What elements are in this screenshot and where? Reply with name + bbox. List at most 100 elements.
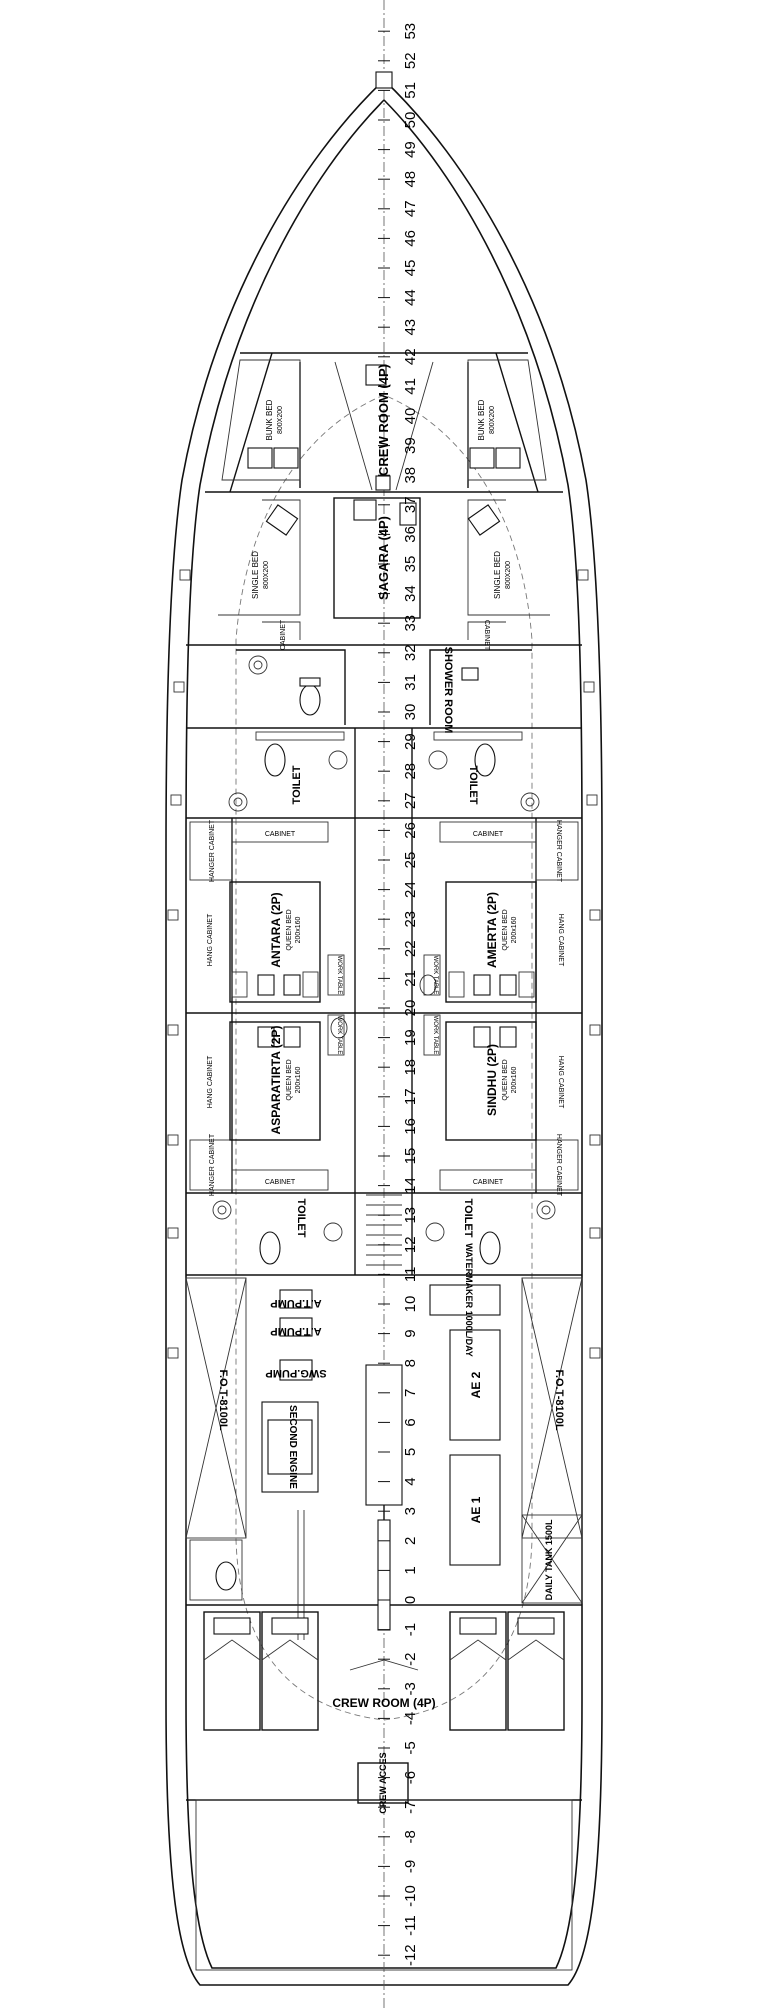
labels: CREW ROOM (4P) BUNK BED 800X200 BUNK BED…: [207, 364, 565, 1814]
cabinet-label-sagara-left: CABINET: [280, 619, 287, 650]
engine-room: [185, 1277, 583, 1640]
frame-number: 33: [402, 615, 419, 632]
frame-number: 16: [402, 1118, 419, 1135]
single-bed-size-right: 800X200: [505, 561, 512, 589]
frame-number: 18: [402, 1059, 419, 1076]
queen-bed-size-sindhu: 200x160: [511, 1066, 518, 1093]
daily-tank-label: DAILY TANK 1500L: [544, 1519, 554, 1600]
cabinet-label-lower-right: CABINET: [473, 1179, 504, 1186]
frame-number: 5: [402, 1448, 419, 1456]
cabinet-label-sagara-right: CABINET: [483, 620, 490, 651]
at-pump-label-1: A.T.PUMP: [270, 1297, 321, 1309]
frame-number: 24: [402, 881, 419, 898]
crew-room-aft-label: CREW ROOM (4P): [332, 1696, 435, 1710]
fuel-tank-label-right: F.O.T-8100L: [553, 1369, 565, 1430]
queen-bed-label-amerta: QUEEN BED: [502, 909, 509, 950]
at-pump-label-2: A.T.PUMP: [270, 1325, 321, 1337]
queen-bed-label-asparatirta: QUEEN BED: [286, 1059, 293, 1100]
asparatirta-label: ASPARATIRTA (2P): [269, 1026, 283, 1135]
frame-number: 31: [402, 674, 419, 691]
single-bed-label-left: SINGLE BED: [251, 551, 260, 599]
bunk-bed-size-left: 800X200: [277, 406, 284, 434]
frame-number: 35: [402, 556, 419, 573]
work-table-label-upper-left: WORK TABLE: [336, 956, 342, 995]
frame-number: 28: [402, 763, 419, 780]
frame-number: 22: [402, 940, 419, 957]
frame-number: 36: [402, 526, 419, 543]
frame-number: 41: [402, 378, 419, 395]
frame-number: 21: [402, 970, 419, 987]
crew-access-label: CREW ACCES: [378, 1752, 388, 1813]
sindhu-label: SINDHU (2P): [485, 1044, 499, 1116]
amerta-label: AMERTA (2P): [485, 892, 499, 968]
frame-number: 8: [402, 1359, 419, 1367]
frame-number: -8: [402, 1830, 419, 1843]
frame-number: -4: [402, 1712, 419, 1725]
second-engine-label: SECOND ENGINE: [287, 1405, 298, 1489]
frame-number: 12: [402, 1236, 419, 1253]
queen-bed-label-sindhu: QUEEN BED: [502, 1059, 509, 1100]
toilet-label-lower-right: TOILET: [462, 1199, 474, 1238]
frame-number: 37: [402, 496, 419, 513]
frame-number: -6: [402, 1771, 419, 1784]
ae1-label: AE 1: [469, 1496, 483, 1523]
work-table-label-lower-right: WORK TABLE: [432, 1016, 438, 1055]
hang-cabinet-label-lower-left: HANG CABINET: [207, 1055, 214, 1108]
upper-wet-rooms: [228, 649, 540, 1275]
crew-room-fore-label: CREW ROOM (4P): [376, 364, 391, 476]
frame-number: -1: [402, 1623, 419, 1636]
frame-number: 51: [402, 82, 419, 99]
frame-number: 43: [402, 319, 419, 336]
frame-number: 14: [402, 1177, 419, 1194]
antara-label: ANTARA (2P): [269, 892, 283, 967]
hanger-cabinet-label-upper-left: HANGER CABINET: [209, 819, 216, 882]
frame-number: 39: [402, 437, 419, 454]
frame-number: 38: [402, 467, 419, 484]
frame-number: 53: [402, 23, 419, 40]
toilet-label-lower-left: TOILET: [295, 1199, 307, 1238]
frame-number: 50: [402, 112, 419, 129]
frame-number: 11: [402, 1267, 419, 1283]
work-table-label-upper-right: WORK TABLE: [432, 956, 438, 995]
toilet-label-upper-left: TOILET: [291, 765, 303, 804]
frame-number: 1: [402, 1566, 419, 1574]
single-bed-size-left: 800X200: [263, 561, 270, 589]
frame-number: 3: [402, 1507, 419, 1515]
sagara-room: [218, 497, 550, 640]
frame-number: 40: [402, 408, 419, 425]
hanger-cabinet-label-upper-right: HANGER CABINET: [555, 820, 562, 883]
bunk-bed-size-right: 800X200: [489, 406, 496, 434]
frame-number: -10: [402, 1885, 419, 1907]
watermaker-label: WATERMAKER 1000L/DAY: [464, 1243, 474, 1357]
bunk-bed-label-right: BUNK BED: [477, 399, 486, 440]
frame-number: 44: [402, 289, 419, 306]
hang-cabinet-label-lower-right: HANG CABINET: [557, 1056, 564, 1109]
frame-number: 49: [402, 141, 419, 158]
frame-number: 32: [402, 644, 419, 661]
frame-number: 17: [402, 1088, 419, 1105]
frame-number: 27: [402, 792, 419, 809]
frame-number: -9: [402, 1860, 419, 1873]
frame-number: 25: [402, 852, 419, 869]
frame-number: 42: [402, 348, 419, 365]
frame-number: 34: [402, 585, 419, 602]
frame-number: 13: [402, 1207, 419, 1224]
hull-markers: [167, 71, 601, 1359]
frame-number: -2: [402, 1653, 419, 1666]
hang-cabinet-label-upper-left: HANG CABINET: [207, 913, 214, 966]
frame-number: 20: [402, 1000, 419, 1017]
frame-number: -7: [402, 1801, 419, 1814]
toilet-label-upper-right: TOILET: [467, 766, 479, 805]
fuel-tank-label-left: F.O.T-8100L: [217, 1369, 229, 1430]
frame-number: 15: [402, 1148, 419, 1165]
queen-bed-size-asparatirta: 200x160: [295, 1066, 302, 1093]
hanger-cabinet-label-lower-right: HANGER CABINET: [555, 1134, 562, 1197]
sagara-label: SAGARA (4P): [376, 516, 391, 600]
hanger-cabinet-label-lower-left: HANGER CABINET: [209, 1133, 216, 1196]
frame-number: 45: [402, 260, 419, 277]
frame-number: -12: [402, 1944, 419, 1966]
queen-bed-size-amerta: 200x160: [511, 916, 518, 943]
frame-number: 30: [402, 704, 419, 721]
fore-crew-room: [221, 352, 547, 493]
